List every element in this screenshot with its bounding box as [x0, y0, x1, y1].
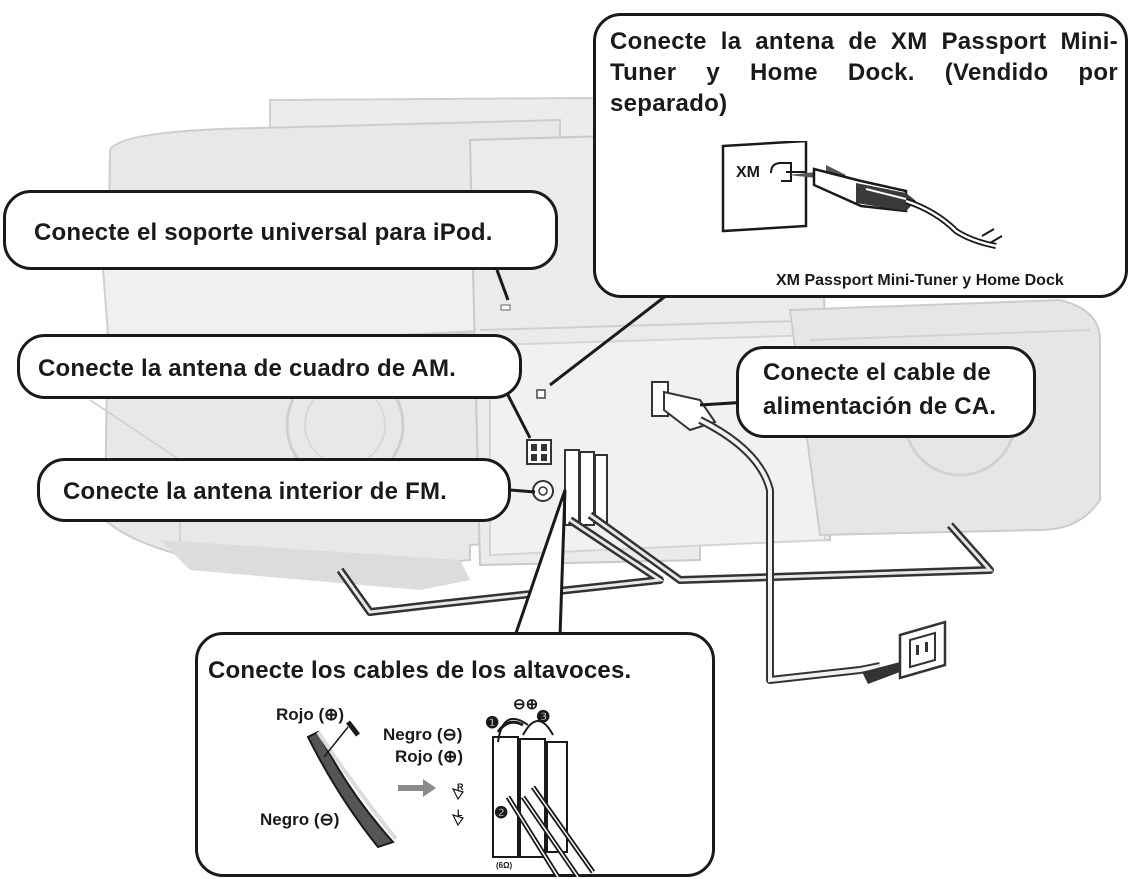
callout-xm-antenna: Conecte la antena de XM Passport Mini-Tu… — [593, 13, 1128, 298]
callout-ipod-dock-text: Conecte el soporte universal para iPod. — [34, 219, 493, 246]
wire-red-label: Rojo (⊕) — [276, 705, 345, 724]
callout-fm-antenna-text: Conecte la antena interior de FM. — [63, 478, 448, 505]
xm-plug-icon — [812, 167, 1003, 249]
callout-fm-antenna: Conecte la antena interior de FM. — [37, 458, 511, 522]
callout-ac-cord-line2: alimentación de CA. — [763, 393, 997, 420]
step-3-marker: ❸ — [536, 709, 551, 726]
terminal-black-label: Negro (⊖) — [383, 725, 463, 744]
am-antenna-terminal-icon — [526, 439, 552, 465]
xm-device-caption: XM Passport Mini-Tuner y Home Dock — [776, 272, 1064, 289]
wire-black-label: Negro (⊖) — [260, 810, 340, 829]
xm-jack-label: XM — [736, 164, 760, 181]
fm-antenna-jack-icon — [532, 480, 554, 502]
speaker-terminal-block-icon — [564, 449, 608, 526]
xm-jack-icon — [770, 162, 792, 182]
callout-am-antenna-text: Conecte la antena de cuadro de AM. — [38, 355, 456, 382]
callout-xm-antenna-text: Conecte la antena de XM Passport Mini-Tu… — [610, 28, 1118, 117]
callout-ac-cord-line1: Conecte el cable de — [763, 359, 991, 386]
terminal-red-label: Rojo (⊕) — [395, 747, 464, 766]
rotation-arrow-icon — [496, 720, 524, 733]
impedance-label: (6Ω) — [496, 861, 513, 870]
callout-speaker-cables: Conecte los cables de los altavoces. Roj… — [195, 632, 715, 877]
side-r-mark: R — [457, 782, 464, 792]
callout-am-antenna: Conecte la antena de cuadro de AM. — [17, 334, 522, 399]
xm-port-icon — [536, 389, 546, 399]
speaker-wire-illustration — [306, 717, 596, 877]
direction-arrow-icon — [398, 779, 436, 797]
callout-ac-cord: Conecte el cable de alimentación de CA. — [736, 346, 1036, 438]
callout-speaker-cables-text: Conecte los cables de los altavoces. — [208, 657, 632, 684]
polarity-symbols: ⊖⊕ — [513, 696, 539, 713]
ipod-port-icon — [500, 304, 511, 311]
step-2-marker: ❷ — [494, 805, 509, 822]
side-l-mark: L — [457, 808, 463, 818]
xm-connection-illustration — [721, 141, 1003, 249]
speaker-terminal-detail — [492, 717, 568, 858]
step-1-marker: ❶ — [485, 715, 500, 732]
wall-outlet-icon — [862, 620, 947, 684]
callout-ipod-dock: Conecte el soporte universal para iPod. — [3, 190, 558, 270]
